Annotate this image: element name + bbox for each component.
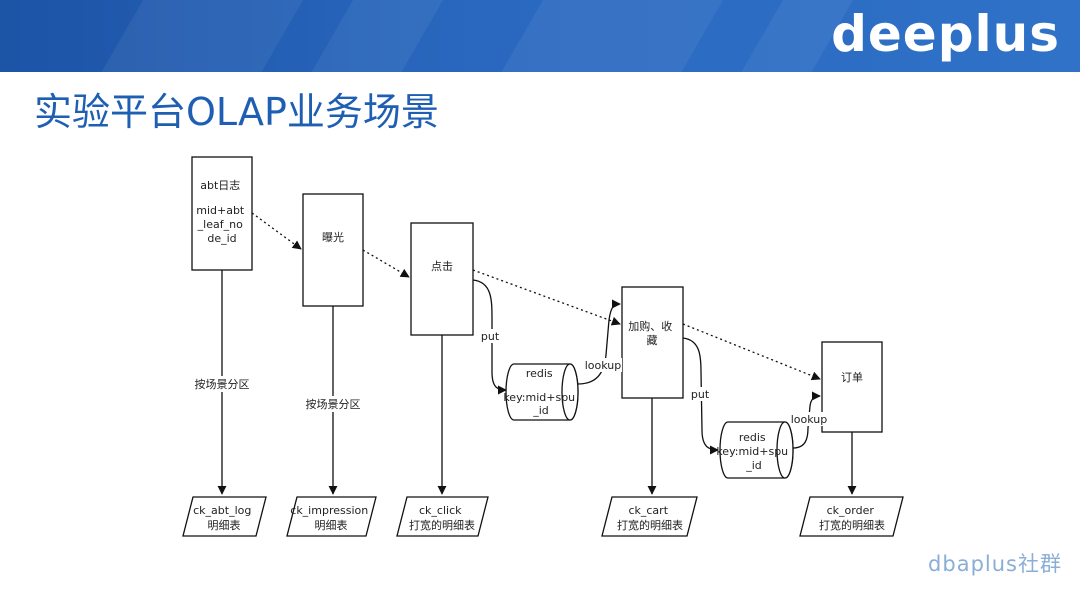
ck-impression-desc: 明细表	[315, 518, 348, 532]
svg-text:加购、收 藏: 加购、收 藏	[628, 319, 676, 347]
svg-text:ck_order 打宽的明细表: ck_order 打宽的明细表	[819, 504, 885, 532]
ck-click-desc: 打宽的明细表	[409, 518, 475, 532]
ck-cart-name: ck_cart	[628, 504, 668, 517]
click-label: 点击	[431, 260, 453, 273]
ck-cart-desc: 打宽的明细表	[617, 518, 683, 532]
partition-label-abt: 按场景分区	[195, 377, 250, 391]
table-ck-impression: ck_impression 明细表	[286, 496, 377, 537]
flow-arrows	[251, 212, 821, 381]
process-box-impression: 曝光	[302, 193, 364, 307]
abt-line-2: mid+abt	[196, 204, 245, 217]
lookup-label-2: lookup	[791, 413, 828, 426]
ck-abt-log-desc: 明细表	[208, 518, 241, 532]
header-banner: deeplus	[0, 0, 1080, 72]
order-label: 订单	[841, 371, 863, 384]
process-box-abt: abt日志 mid+abt _leaf_no de_id	[191, 156, 253, 271]
redis-cache-2: redis key:mid+spu _id	[716, 421, 794, 479]
svg-text:ck_cart 打宽的明细表: ck_cart 打宽的明细表	[617, 504, 683, 532]
svg-text:ck_abt_log 明细表: ck_abt_log 明细表	[193, 504, 255, 532]
redis1-line-0: redis	[526, 367, 553, 380]
cart-line-0: 加购、收	[628, 319, 672, 333]
page-title: 实验平台OLAP业务场景	[34, 90, 439, 134]
redis-cache-1: redis key:mid+spu _id	[503, 363, 579, 421]
svg-text:abt日志 mid+abt _lea: abt日志 mid+abt _leaf_no de_id	[196, 179, 248, 245]
redis2-line-0: redis	[739, 431, 766, 444]
lookup-label-1: lookup	[585, 359, 622, 372]
cart-line-1: 藏	[647, 334, 658, 347]
abt-line-3: _leaf_no	[197, 218, 243, 231]
partition-label-impression: 按场景分区	[306, 397, 361, 411]
table-ck-cart: ck_cart 打宽的明细表	[601, 496, 698, 537]
ck-abt-log-name: ck_abt_log	[193, 504, 251, 517]
table-ck-click: ck_click 打宽的明细表	[396, 496, 489, 537]
redis2-line-1: key:mid+spu	[716, 445, 788, 458]
svg-text:ck_click 打宽的明细表: ck_click 打宽的明细表	[409, 504, 475, 532]
ck-click-name: ck_click	[419, 504, 462, 517]
put-label-2: put	[691, 388, 710, 401]
svg-text:redis key:mid+spu: redis key:mid+spu _id	[716, 431, 791, 472]
put-label-1: put	[481, 330, 500, 343]
abt-line-4: de_id	[207, 232, 236, 245]
svg-text:redis key:mid+spu: redis key:mid+spu _id	[503, 367, 578, 417]
table-ck-order: ck_order 打宽的明细表	[799, 496, 904, 537]
process-box-order: 订单	[821, 341, 883, 433]
process-box-click: 点击	[410, 222, 474, 336]
ck-impression-name: ck_impression	[290, 504, 368, 517]
impression-label: 曝光	[322, 230, 344, 244]
watermark: dbaplus社群	[928, 552, 1062, 576]
redis1-line-3: _id	[532, 404, 549, 417]
process-box-cart: 加购、收 藏	[621, 286, 684, 399]
ck-order-name: ck_order	[827, 504, 875, 517]
redis1-line-2: key:mid+spu	[503, 391, 575, 404]
redis2-line-2: _id	[745, 459, 762, 472]
ck-order-desc: 打宽的明细表	[819, 518, 885, 532]
abt-line-0: abt日志	[200, 179, 240, 192]
brand-logo: deeplus	[831, 5, 1060, 63]
svg-text:ck_impression 明细表: ck_impression 明细表	[290, 504, 371, 532]
table-ck-abt-log: ck_abt_log 明细表	[182, 496, 267, 537]
